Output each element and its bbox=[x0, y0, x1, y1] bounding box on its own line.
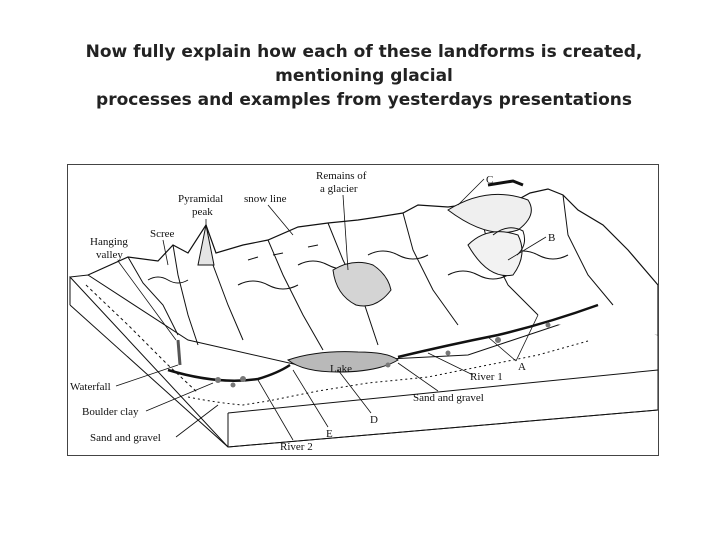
label-remains-of-glacier-2: a glacier bbox=[320, 183, 358, 195]
boulder-clay-deposits bbox=[215, 322, 551, 388]
label-waterfall: Waterfall bbox=[70, 381, 111, 393]
river-2 bbox=[167, 363, 291, 382]
label-letter-d: D bbox=[370, 414, 378, 426]
diagram-svg: Remains of a glacier Pyramidal peak snow… bbox=[68, 170, 658, 453]
leader-boulder-clay bbox=[145, 382, 214, 412]
leader-river-2 bbox=[257, 379, 294, 441]
label-hanging-valley-2: valley bbox=[96, 249, 123, 261]
label-boulder-clay: Boulder clay bbox=[82, 406, 139, 418]
slide-title-line-1: Now fully explain how each of these land… bbox=[85, 42, 643, 86]
label-letter-b: B bbox=[548, 232, 555, 244]
label-letter-e: E bbox=[326, 428, 333, 440]
leader-letter-c bbox=[457, 178, 485, 206]
label-scree: Scree bbox=[150, 228, 175, 240]
label-lake: Lake bbox=[330, 363, 352, 375]
label-letter-a: A bbox=[518, 361, 526, 373]
leader-scree bbox=[162, 239, 169, 266]
label-letter-c: C bbox=[486, 174, 493, 186]
leader-river-1 bbox=[427, 352, 474, 376]
leader-sand-and-gravel-right bbox=[397, 362, 439, 392]
leader-letter-a-2 bbox=[515, 314, 539, 362]
label-river-1: River 1 bbox=[470, 371, 503, 383]
label-hanging-valley-1: Hanging bbox=[90, 236, 128, 248]
leader-snow-line bbox=[267, 204, 294, 236]
leader-remains-of-glacier bbox=[342, 194, 349, 271]
river-1 bbox=[397, 303, 599, 359]
label-river-2: River 2 bbox=[280, 441, 313, 453]
label-remains-of-glacier-1: Remains of bbox=[316, 170, 367, 182]
leader-letter-e bbox=[292, 369, 329, 428]
leader-letter-a bbox=[487, 336, 517, 362]
label-pyramidal-peak-2: peak bbox=[192, 206, 213, 218]
label-sand-and-gravel-right: Sand and gravel bbox=[413, 392, 484, 404]
waterfall bbox=[176, 339, 182, 366]
glacial-landforms-diagram: Remains of a glacier Pyramidal peak snow… bbox=[67, 164, 659, 456]
label-snow-line: snow line bbox=[244, 193, 287, 205]
lake bbox=[286, 351, 399, 373]
label-pyramidal-peak-1: Pyramidal bbox=[178, 193, 223, 205]
leader-sand-and-gravel-left bbox=[175, 404, 219, 438]
glacier-remains bbox=[332, 261, 392, 307]
label-sand-and-gravel-left: Sand and gravel bbox=[90, 432, 161, 444]
leader-waterfall bbox=[115, 364, 179, 387]
slide-title: Now fully explain how each of these land… bbox=[40, 40, 688, 112]
leader-letter-d bbox=[337, 369, 372, 414]
slide-title-line-2: processes and examples from yesterdays p… bbox=[96, 90, 632, 110]
leader-hanging-valley bbox=[117, 260, 177, 341]
leader-letter-b bbox=[507, 236, 547, 261]
